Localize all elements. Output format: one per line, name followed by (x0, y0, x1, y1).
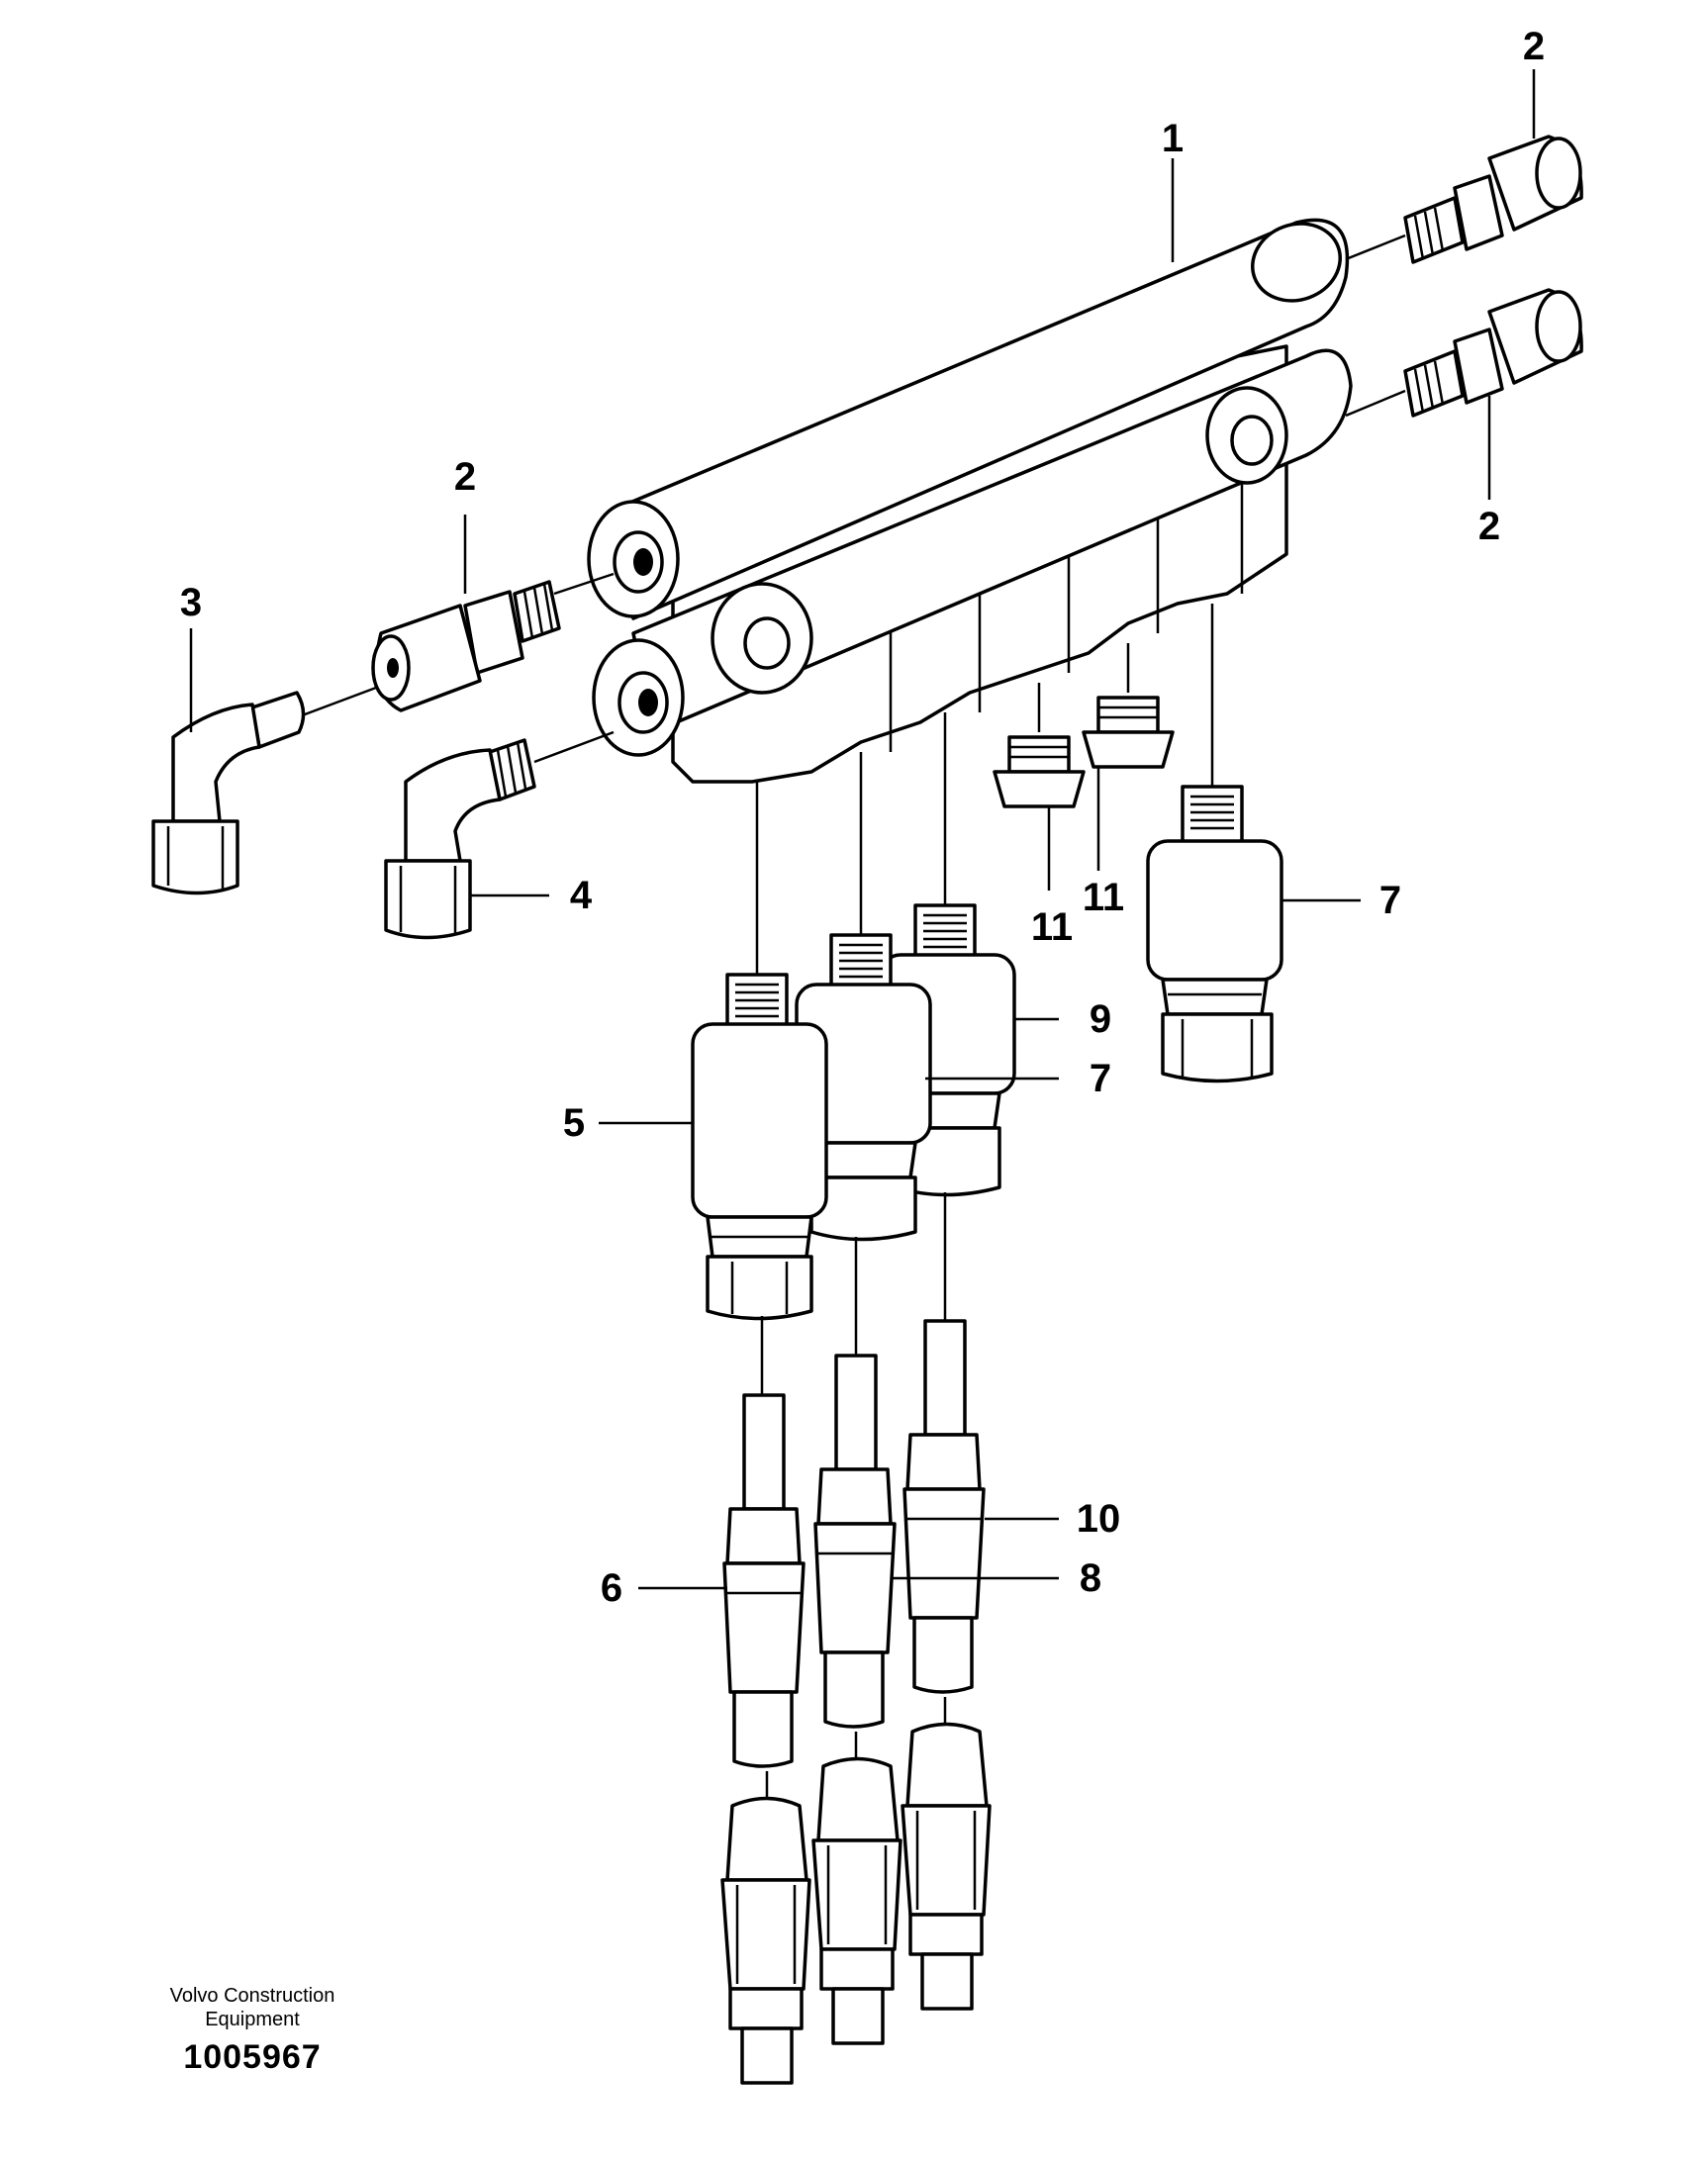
manifold-block (587, 218, 1353, 784)
fitting-2-left (371, 572, 615, 712)
callout-1: 1 (1162, 117, 1184, 160)
cable-connector-10 (901, 1192, 992, 2011)
pressure-switch-5 (691, 782, 828, 1321)
pressure-switch-7-middle (795, 752, 932, 1242)
callout-11-right: 11 (1083, 876, 1124, 919)
callout-2-left: 2 (454, 455, 476, 499)
pressure-switch-7-right (1146, 604, 1283, 1083)
manufacturer-label: Volvo Construction Equipment (129, 1984, 376, 2031)
callout-7-middle: 7 (1090, 1057, 1111, 1100)
plug-11-right (1082, 643, 1175, 871)
plug-11-left (993, 683, 1086, 891)
drawing-number: 1005967 (183, 2038, 322, 2076)
callout-5: 5 (563, 1101, 585, 1145)
leader-lines (189, 69, 1536, 1590)
callout-10: 10 (1077, 1497, 1121, 1541)
callout-8: 8 (1080, 1556, 1101, 1600)
fitting-2-lower (1345, 288, 1583, 418)
cable-connector-8 (811, 1237, 902, 2045)
callout-3: 3 (180, 581, 202, 624)
callout-6: 6 (601, 1566, 622, 1610)
cable-connector-6 (720, 1316, 811, 2085)
callout-7-right: 7 (1379, 879, 1401, 922)
manufacturer-line-2: Equipment (205, 2009, 300, 2030)
callout-9: 9 (1090, 997, 1111, 1041)
callout-4: 4 (570, 874, 593, 917)
elbow-fitting-4 (384, 730, 615, 940)
callout-2-top-right: 2 (1523, 25, 1545, 68)
elbow-fitting-3 (151, 686, 377, 895)
fitting-2-upper (1345, 135, 1583, 264)
callout-11-left: 11 (1031, 905, 1073, 949)
callout-2-right: 2 (1478, 505, 1500, 548)
manufacturer-line-1: Volvo Construction (169, 1985, 335, 2007)
